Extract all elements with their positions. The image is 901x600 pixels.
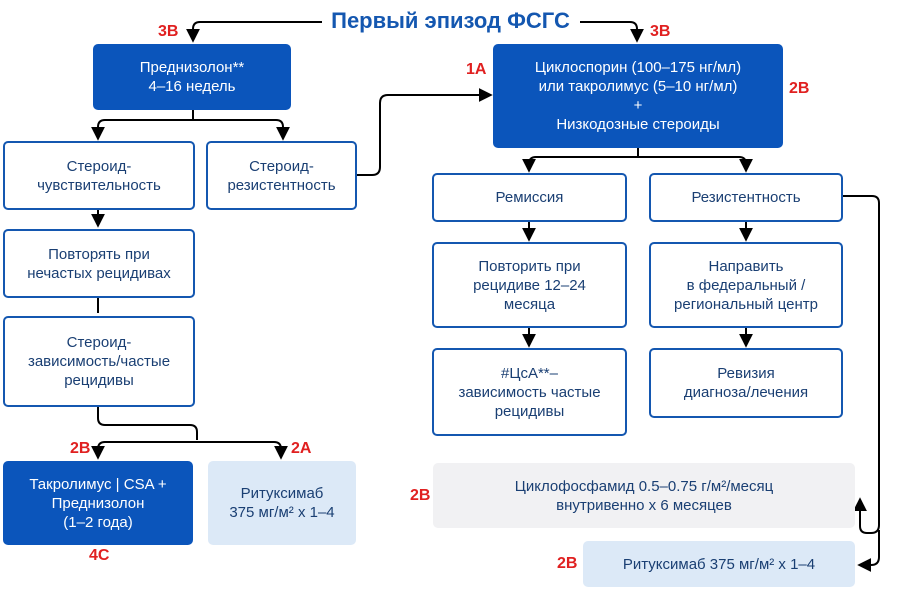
arrow-dependent-split — [97, 407, 198, 440]
box-repeat-infrequent: Повторять при нечастых рецидивах — [3, 229, 195, 298]
arrow-to-steroid-resistant — [193, 119, 290, 141]
box-cyclosporine: Циклоспорин (100–175 нг/мл) или такролим… — [493, 44, 783, 148]
arrow-to-rituximab-left — [197, 441, 288, 460]
arrow-resistance-to-cyclophosphamide — [843, 195, 880, 534]
arrow-title-to-prednisolone — [186, 21, 322, 43]
box-prednisolone: Преднизолон** 4–16 недель — [93, 44, 291, 110]
box-csa-dependent: #ЦсА**– зависимость частые рецидивы — [432, 348, 627, 436]
box-repeat-relapse: Повторить при рецидиве 12–24 месяца — [432, 242, 627, 328]
arrow-to-tacrolimus — [91, 441, 197, 460]
evidence-label: 2В — [410, 487, 431, 504]
box-steroid-resistant: Стероид- резистентность — [206, 141, 357, 210]
box-steroid-dependent: Стероид- зависимость/частые рецидивы — [3, 316, 195, 407]
arrow-resistance-to-rituximab-right — [857, 530, 880, 572]
evidence-label: 2В — [70, 440, 91, 457]
box-cyclophosphamide: Циклофосфамид 0.5–0.75 г/м²/месяц внутри… — [433, 463, 855, 528]
evidence-label: 3В — [650, 23, 671, 40]
arrow-resistant-to-cyclosporine — [357, 88, 493, 176]
box-revision: Ревизия диагноза/лечения — [649, 348, 843, 418]
box-rituximab-left: Ритуксимаб 375 мг/м² х 1–4 — [208, 461, 356, 545]
arrow-to-resistance — [638, 156, 753, 173]
page-title: Первый эпизод ФСГС — [0, 8, 901, 34]
box-tacrolimus-csa: Такролимус | CSA + Преднизолон (1–2 года… — [3, 461, 193, 545]
box-rituximab-right: Ритуксимаб 375 мг/м² х 1–4 — [583, 541, 855, 587]
arrow-to-steroid-sensitive — [91, 119, 193, 141]
arrow-to-remission — [522, 156, 638, 173]
box-refer-center: Направить в федеральный / региональный ц… — [649, 242, 843, 328]
arrow-title-to-cyclosporine — [580, 21, 644, 43]
evidence-label: 2В — [789, 80, 810, 97]
page-title-text: Первый эпизод ФСГС — [323, 8, 578, 33]
evidence-label: 1А — [466, 61, 487, 78]
box-resistance: Резистентность — [649, 173, 843, 222]
evidence-label: 4С — [89, 547, 110, 564]
box-remission: Ремиссия — [432, 173, 627, 222]
evidence-label: 2А — [291, 440, 312, 457]
evidence-label: 3В — [158, 23, 179, 40]
box-steroid-sensitive: Стероид- чувствительность — [3, 141, 195, 210]
evidence-label: 2В — [557, 555, 578, 572]
